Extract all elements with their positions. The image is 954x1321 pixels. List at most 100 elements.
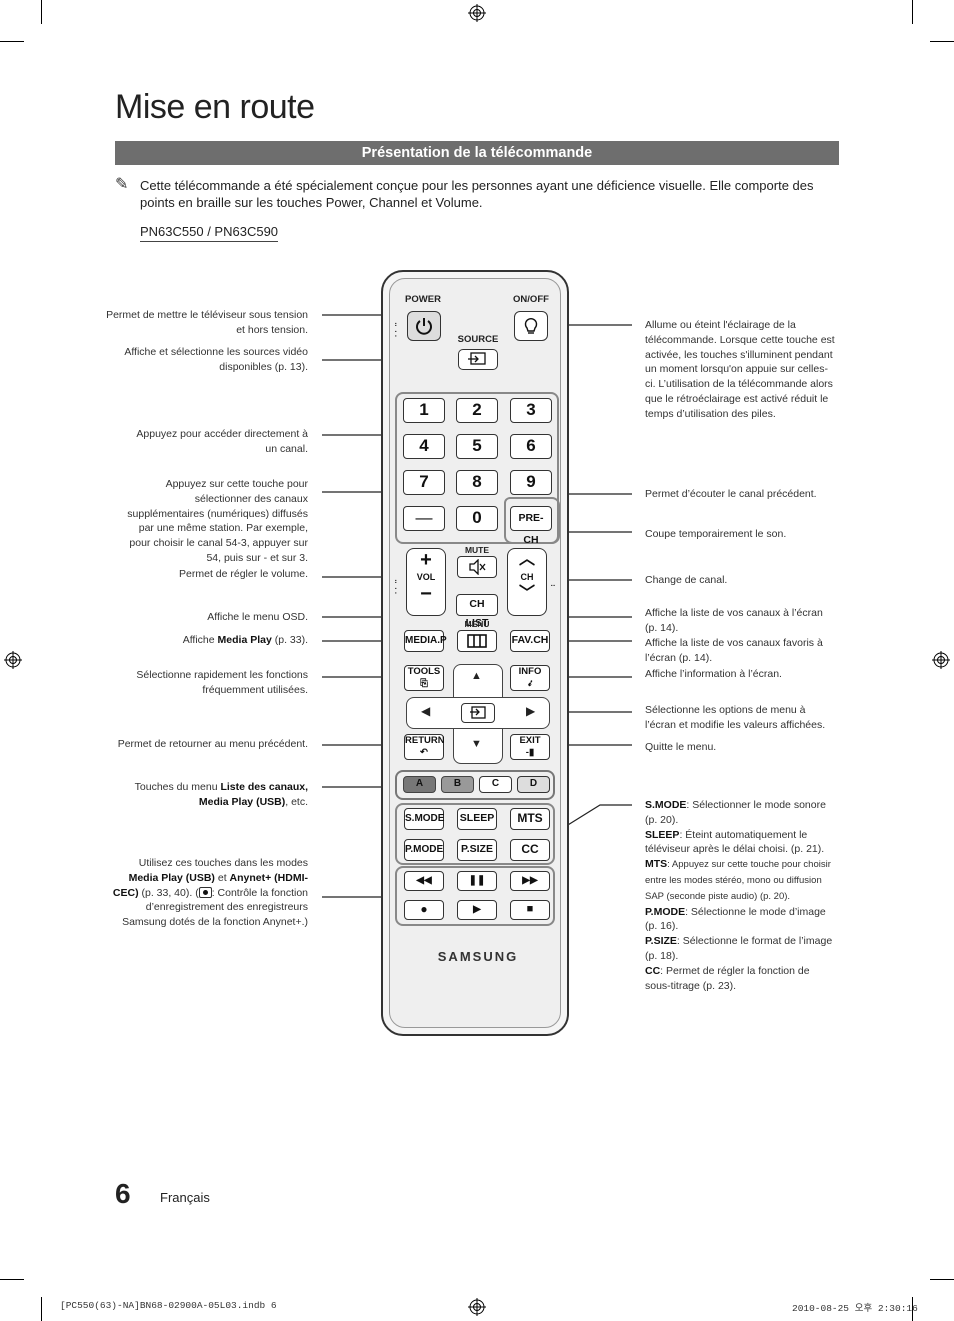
rewind-button[interactable]: ◀◀ <box>404 871 444 891</box>
number-pad-group <box>395 392 559 544</box>
label-favch: Affiche la liste de vos canaux favoris à… <box>645 637 823 664</box>
nav-left-button[interactable]: ◀ <box>421 704 431 718</box>
power-icon <box>416 318 432 335</box>
label-playback: Utilisez ces touches dans les modes Medi… <box>112 857 308 929</box>
label-source: Affiche et sélectionne les sources vidéo… <box>124 346 308 373</box>
label-onoff: Allume ou éteint l'éclairage de la téléc… <box>645 319 835 420</box>
num-2-button[interactable]: 2 <box>456 398 498 423</box>
media-p-button[interactable]: MEDIA.P <box>404 630 447 652</box>
chlist-button[interactable]: CH LIST <box>456 594 498 629</box>
psize-button[interactable]: P.SIZE <box>457 839 497 861</box>
exit-button[interactable]: EXIT-▮ <box>510 734 550 760</box>
footer-timestamp: 2010-08-25 오후 2:30:16 <box>792 1303 918 1314</box>
crop-mark <box>930 41 954 42</box>
crop-mark <box>0 1279 24 1280</box>
label-info: Affiche l’information à l’écran. <box>645 668 782 680</box>
power-button[interactable] <box>407 311 441 341</box>
fast-forward-button[interactable]: ▶▶ <box>510 871 550 891</box>
cc-button[interactable]: CC <box>510 839 550 861</box>
page-title: Mise en route <box>115 88 315 126</box>
nav-up-button[interactable]: ▲ <box>471 670 482 682</box>
color-d-button[interactable]: D <box>517 776 550 793</box>
num-1-button[interactable]: 1 <box>403 398 445 423</box>
num-9-button[interactable]: 9 <box>510 470 552 495</box>
function-keys-group <box>395 803 555 865</box>
crop-mark <box>41 1297 42 1321</box>
footer-file-info: [PC550(63)-NA]BN68-02900A-05L03.indb 6 <box>60 1300 277 1311</box>
samsung-logo: SAMSUNG <box>437 949 519 964</box>
source-button[interactable] <box>458 349 498 370</box>
pause-button[interactable]: ❚❚ <box>457 871 497 891</box>
sleep-button[interactable]: SLEEP <box>457 808 497 830</box>
label-tools: Sélectionne rapidement les fonctions fré… <box>136 669 308 696</box>
language-label: Français <box>160 1190 210 1205</box>
registration-mark-icon <box>468 1298 486 1316</box>
label-function-keys: S.MODE: Sélectionner le mode sonore (p. … <box>645 799 833 992</box>
exit-icon: -▮ <box>525 747 535 758</box>
tools-button[interactable]: TOOLS⎘ <box>404 665 444 691</box>
pmode-button[interactable]: P.MODE <box>404 839 444 861</box>
enter-button[interactable] <box>461 703 495 723</box>
volume-down-icon: − <box>420 583 432 605</box>
num-3-button[interactable]: 3 <box>510 398 552 423</box>
ch-label: CH <box>520 572 534 582</box>
record-icon: ● <box>420 902 428 916</box>
label-mute: Coupe temporairement le son. <box>645 528 787 540</box>
return-icon: ↶ <box>420 747 428 758</box>
num-6-button[interactable]: 6 <box>510 434 552 459</box>
color-c-button[interactable]: C <box>479 776 512 793</box>
color-b-button[interactable]: B <box>441 776 474 793</box>
prech-button[interactable]: PRE-CH <box>510 506 552 546</box>
dash-button[interactable]: — <box>403 506 445 531</box>
section-title: Présentation de la télécommande <box>115 141 839 165</box>
model-number: PN63C550 / PN63C590 <box>140 224 279 242</box>
mute-button[interactable] <box>457 556 497 578</box>
channel-down-icon: ﹀ <box>518 585 535 602</box>
nav-right-button[interactable]: ▶ <box>526 704 536 718</box>
play-button[interactable]: ▶ <box>457 900 497 920</box>
volume-rocker[interactable]: + VOL − <box>406 548 446 616</box>
crop-mark <box>912 0 913 24</box>
lightbulb-icon <box>524 318 538 334</box>
channel-up-icon: ︿ <box>518 551 535 568</box>
braille-dots: ⠃⠅ <box>394 579 400 596</box>
label-prech: Permet d’écouter le canal précédent. <box>645 488 817 500</box>
mute-label: MUTE <box>464 545 490 555</box>
num-5-button[interactable]: 5 <box>456 434 498 459</box>
registration-mark-icon <box>932 651 950 669</box>
mts-button[interactable]: MTS <box>510 808 550 830</box>
smode-button[interactable]: S.MODE <box>404 808 444 830</box>
record-button[interactable]: ● <box>404 900 444 920</box>
fav-ch-button[interactable]: FAV.CH <box>510 630 550 652</box>
braille-dots: ⠒ <box>550 582 556 591</box>
menu-button[interactable] <box>457 630 497 652</box>
playback-keys-group <box>395 866 555 926</box>
mute-icon <box>469 558 486 576</box>
num-7-button[interactable]: 7 <box>403 470 445 495</box>
nav-down-button[interactable]: ▼ <box>471 738 482 750</box>
fast-forward-icon: ▶▶ <box>522 875 538 886</box>
power-label: POWER <box>405 294 441 305</box>
record-icon <box>198 887 212 899</box>
crop-mark <box>0 41 24 42</box>
tools-icon: ⎘ <box>420 678 428 689</box>
braille-dots: ⠃⠅ <box>394 322 400 339</box>
registration-mark-icon <box>4 651 22 669</box>
menu-label: MENU <box>464 619 490 629</box>
onoff-button[interactable] <box>514 311 548 341</box>
label-volume: Permet de régler le volume. <box>179 568 308 580</box>
enter-icon <box>470 706 486 719</box>
channel-rocker[interactable]: ︿ CH ﹀ <box>507 548 547 616</box>
stop-button[interactable]: ■ <box>510 900 550 920</box>
rewind-icon: ◀◀ <box>416 875 432 886</box>
label-media-play: Affiche Media Play (p. 33). <box>182 634 308 646</box>
num-0-button[interactable]: 0 <box>456 506 498 531</box>
return-button[interactable]: RETURN↶ <box>404 734 445 760</box>
num-4-button[interactable]: 4 <box>403 434 445 459</box>
play-icon: ▶ <box>473 904 481 915</box>
crop-mark <box>912 1297 913 1321</box>
color-a-button[interactable]: A <box>403 776 436 793</box>
num-8-button[interactable]: 8 <box>456 470 498 495</box>
label-color-keys: Touches du menu Liste des canaux,Media P… <box>134 781 308 808</box>
